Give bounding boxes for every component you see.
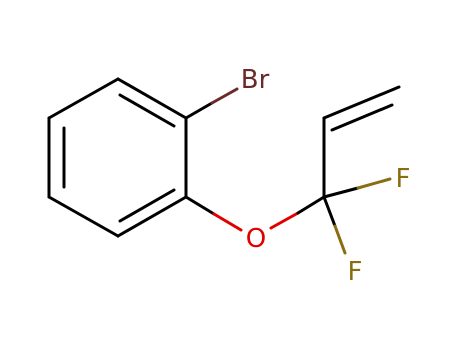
c-o-bond — [184, 195, 243, 232]
c-o-bond-oxygen-half — [212, 212, 243, 232]
atom-label-o: O — [246, 224, 266, 254]
c-br-bond-bromine-half — [210, 87, 239, 105]
vinyl-group — [322, 85, 401, 199]
o-cf2-bond-carbon-half — [296, 195, 326, 215]
o-cf2-bond — [269, 195, 326, 230]
c-f-bond-lower-fluorine-half — [333, 224, 347, 255]
atom-label-br: Br — [241, 65, 270, 95]
ring-bond-3-inner — [118, 188, 176, 223]
c-br-bond-carbon-half — [184, 101, 214, 120]
ring-bond-6 — [47, 77, 120, 120]
benzene-ring — [47, 77, 188, 238]
c-br-bond — [184, 87, 239, 120]
atom-label-f-lower: F — [348, 257, 363, 287]
c-f-bond-right-fluorine-half — [356, 177, 392, 190]
vinyl-double-bond-inner — [330, 103, 394, 132]
c-f-bond-right — [322, 177, 392, 199]
ring-bond-3 — [116, 195, 188, 238]
o-cf2-bond-oxygen-half — [269, 211, 300, 230]
ring-bond-1-inner — [118, 93, 176, 128]
vinyl-double-bond-outer — [322, 85, 401, 120]
c-f-bond-lower-carbon-half — [322, 195, 337, 228]
ring-bond-4 — [47, 195, 120, 238]
ring-bond-1 — [116, 77, 188, 120]
c-f-bond-lower — [322, 195, 347, 255]
c-f-bond-right-carbon-half — [322, 186, 360, 199]
c-o-bond-carbon-half — [184, 195, 216, 216]
atom-label-f-right: F — [396, 164, 411, 194]
